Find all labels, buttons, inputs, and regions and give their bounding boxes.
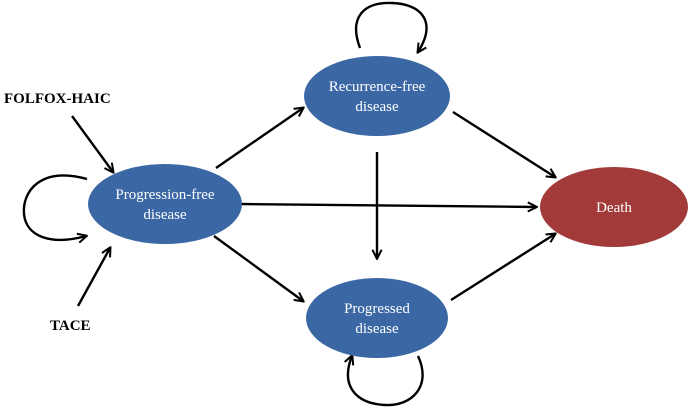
edge-progressed-self-loop — [348, 356, 424, 407]
node-progressed-label-line2: disease — [355, 321, 399, 337]
edge-progressed-to-death — [450, 234, 555, 302]
node-recurrence-free: Recurrence-free disease — [304, 56, 450, 136]
node-progressed-label-line1: Progressed — [344, 301, 410, 317]
node-death-label: Death — [596, 200, 632, 216]
edges — [22, 1, 555, 407]
node-progression-free-label-line1: Progression-free — [115, 187, 214, 203]
edge-progression-free-to-death — [239, 204, 536, 207]
node-progression-free: Progression-free disease — [88, 164, 242, 244]
edge-folfox-to-progression-free — [71, 115, 113, 172]
node-death: Death — [540, 167, 688, 247]
input-label-folfox-haic: FOLFOX-HAIC — [4, 91, 111, 107]
edge-recurrence-free-self-loop — [354, 1, 428, 52]
edge-recurrence-free-to-death — [452, 110, 555, 177]
edge-tace-to-progression-free — [76, 248, 110, 307]
node-recurrence-free-label-line1: Recurrence-free — [329, 79, 426, 95]
node-death-shape — [540, 167, 688, 247]
node-progression-free-label-line2: disease — [143, 207, 187, 223]
node-progressed: Progressed disease — [306, 278, 448, 358]
node-recurrence-free-shape — [304, 56, 450, 136]
edge-progression-free-to-recurrence-free — [215, 108, 303, 169]
edge-progression-free-self-loop — [22, 174, 87, 240]
node-progression-free-shape — [88, 164, 242, 244]
node-recurrence-free-label-line2: disease — [355, 99, 399, 115]
input-label-tace: TACE — [50, 318, 91, 334]
node-progressed-shape — [306, 278, 448, 358]
edge-progression-free-to-progressed — [213, 235, 303, 301]
